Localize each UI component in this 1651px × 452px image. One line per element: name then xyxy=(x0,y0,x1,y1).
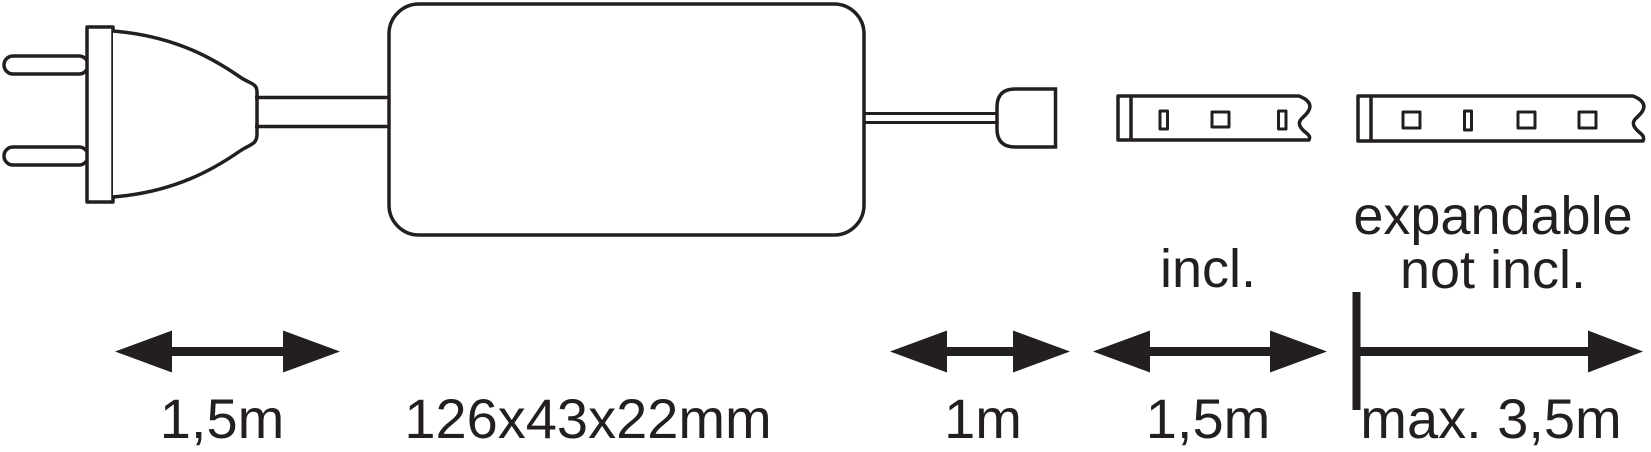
chip-pad xyxy=(1516,110,1537,130)
chip-pad xyxy=(1401,110,1422,130)
expandable-note-line1: expandable xyxy=(1353,186,1633,246)
included-strip-length-label: 1,5m xyxy=(1145,387,1271,450)
power-plug-icon xyxy=(2,25,259,204)
chip-pad xyxy=(1210,110,1231,129)
expandable-note-line2: not incl. xyxy=(1399,240,1587,300)
led-pad xyxy=(1158,109,1169,131)
led-pad xyxy=(1277,109,1288,131)
mains-cable xyxy=(255,95,391,129)
output-cable-length-label: 1m xyxy=(944,387,1022,450)
included-note: incl. xyxy=(1159,239,1257,299)
plug-body xyxy=(112,29,259,199)
plug-face-plate xyxy=(85,25,115,204)
led-strip-included-icon xyxy=(1116,94,1312,142)
led-pad xyxy=(1463,109,1473,132)
double-arrow-output-cable xyxy=(890,330,1070,373)
driver-dimensions-label: 126x43x22mm xyxy=(404,387,772,450)
chip-pad xyxy=(1577,110,1598,130)
led-strip-expandable-icon xyxy=(1356,94,1646,143)
double-arrow-included-strip xyxy=(1093,330,1327,373)
max-expansion-length-label: max. 3,5m xyxy=(1360,387,1622,450)
double-arrow-plug-cable xyxy=(115,330,340,373)
expandable-note: expandable not incl. xyxy=(1353,189,1632,297)
plug-pin-top xyxy=(2,54,90,76)
plug-cable-length-label: 1,5m xyxy=(159,387,285,450)
connector-icon xyxy=(995,87,1058,149)
driver-box-icon xyxy=(387,2,866,237)
output-cable xyxy=(863,112,999,124)
plug-pin-bottom xyxy=(2,145,90,167)
expansion-arrow-icon xyxy=(1352,292,1643,410)
